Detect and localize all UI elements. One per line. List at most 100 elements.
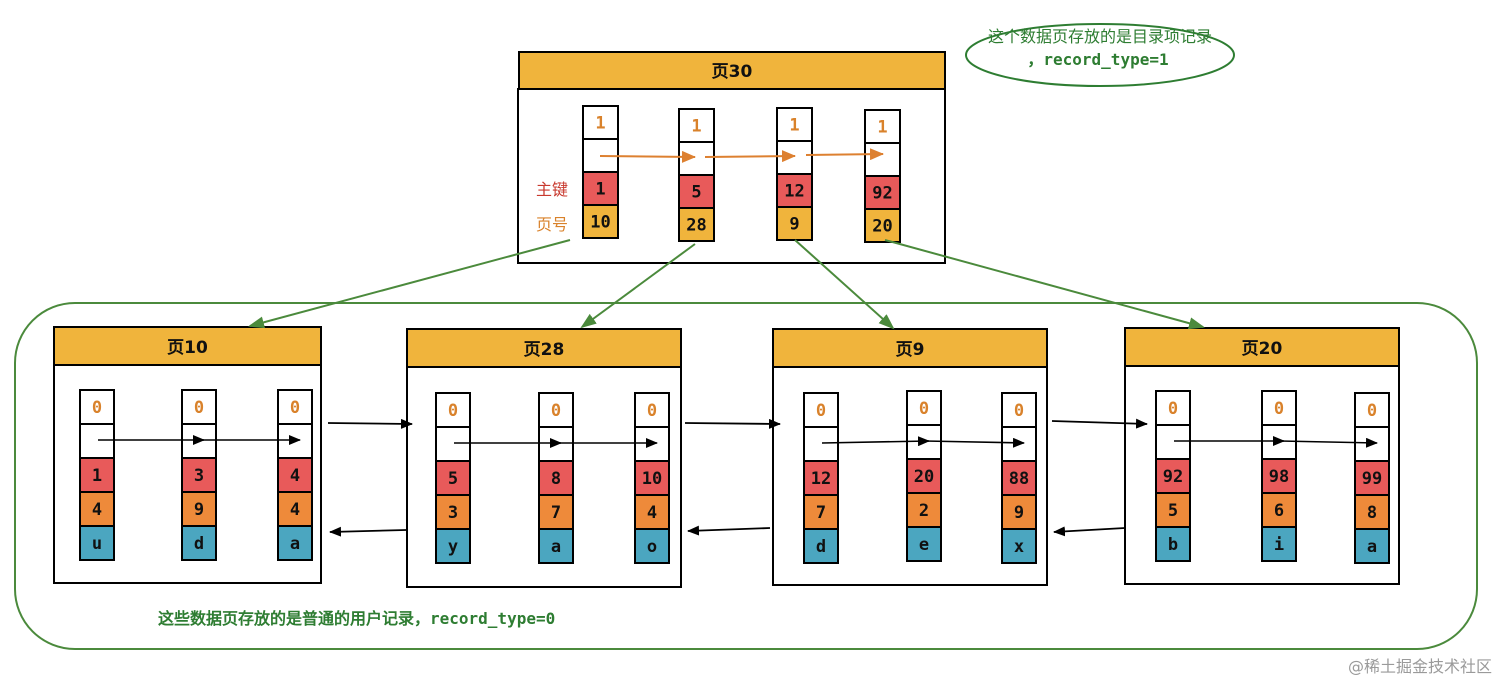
leaf-page-title: 页10 (167, 338, 208, 358)
next-page-arrow (684, 418, 781, 429)
record-type-text: 1 (877, 118, 887, 138)
column-value-text: a (1367, 537, 1377, 557)
record-type-text: 0 (290, 398, 300, 418)
prev-page-arrow (329, 526, 407, 537)
column-value-cell (1354, 528, 1390, 564)
primary-key-cell (1155, 458, 1191, 494)
primary-key-text: 92 (872, 184, 892, 204)
column-value-text: u (92, 534, 102, 554)
primary-key-text: 1 (92, 466, 102, 486)
column-value-cell (435, 494, 471, 530)
primary-key-text: 12 (811, 469, 831, 489)
next-pointer-cell (538, 426, 574, 462)
leaf-page-title: 页20 (1242, 339, 1283, 359)
column-value-cell (803, 528, 839, 564)
column-value-cell (1155, 526, 1191, 562)
page-number-cell (678, 207, 715, 242)
column-value-text: i (1274, 535, 1284, 555)
record-type-text: 1 (595, 114, 605, 134)
next-pointer-cell (634, 426, 670, 462)
record-type-text: 1 (789, 116, 799, 136)
primary-key-text: 1 (595, 180, 605, 200)
record-type-text: 0 (919, 399, 929, 419)
column-value-text: 7 (551, 503, 561, 523)
next-pointer-cell (1155, 424, 1191, 460)
column-value-cell (79, 525, 115, 561)
record-type-text: 0 (194, 398, 204, 418)
leaf-page-title: 页28 (524, 340, 565, 360)
primary-key-cell (181, 457, 217, 493)
next-page-arrow (1051, 418, 1148, 429)
primary-key-text: 92 (1163, 467, 1183, 487)
next-page-arrow (327, 418, 413, 429)
record-type-text: 0 (551, 401, 561, 421)
next-pointer-cell (803, 426, 839, 462)
column-value-text: 7 (816, 503, 826, 523)
next-pointer-cell (776, 140, 813, 175)
page-number-cell (776, 206, 813, 241)
record-type-cell (634, 392, 670, 428)
column-value-cell (538, 494, 574, 530)
column-value-text: d (816, 537, 826, 557)
child-page-pointer (794, 239, 895, 330)
primary-key-cell (864, 175, 901, 210)
record-type-cell (678, 108, 715, 143)
primary-key-cell (803, 460, 839, 496)
next-pointer-cell (864, 142, 901, 177)
bottom-note: 这些数据页存放的是普通的用户记录，record_type=0 (158, 609, 555, 628)
next-pointer-cell (277, 423, 313, 459)
next-pointer-cell (678, 141, 715, 176)
user-record: 0 92 5 b (1155, 390, 1191, 562)
next-record-arrow (821, 436, 930, 447)
directory-record: 1 1 10 (582, 105, 619, 239)
column-value-text: 4 (647, 503, 657, 523)
column-value-cell (79, 491, 115, 527)
record-type-text: 0 (448, 401, 458, 421)
column-value-text: d (194, 534, 204, 554)
primary-key-text: 8 (551, 469, 561, 489)
column-value-text: 4 (92, 500, 102, 520)
child-page-pointer (884, 239, 1205, 330)
child-page-pointer (248, 239, 571, 329)
record-type-cell (538, 392, 574, 428)
record-type-cell (277, 389, 313, 425)
record-type-text: 0 (1168, 399, 1178, 419)
prev-page-arrow (1053, 526, 1126, 537)
next-pointer-cell (435, 426, 471, 462)
primary-key-cell (538, 460, 574, 496)
column-value-text: o (647, 537, 657, 557)
next-pointer-cell (1001, 426, 1037, 462)
column-value-text: 4 (290, 500, 300, 520)
next-record-arrow (1279, 437, 1378, 448)
directory-next-arrow (805, 148, 884, 161)
user-record: 0 1 4 u (79, 389, 115, 561)
page-number-cell (864, 208, 901, 243)
leaf-page-header (1124, 327, 1400, 367)
column-value-text: 6 (1274, 501, 1284, 521)
primary-key-text: 88 (1009, 469, 1029, 489)
column-value-text: 3 (448, 503, 458, 523)
next-pointer-cell (181, 423, 217, 459)
column-value-cell (181, 525, 217, 561)
column-value-text: 5 (1168, 501, 1178, 521)
record-type-text: 0 (1014, 401, 1024, 421)
prev-page-arrow (687, 525, 771, 536)
record-type-text: 0 (92, 398, 102, 418)
record-type-text: 1 (691, 117, 701, 137)
page-number-text: 10 (590, 213, 610, 233)
column-value-text: b (1168, 535, 1178, 555)
